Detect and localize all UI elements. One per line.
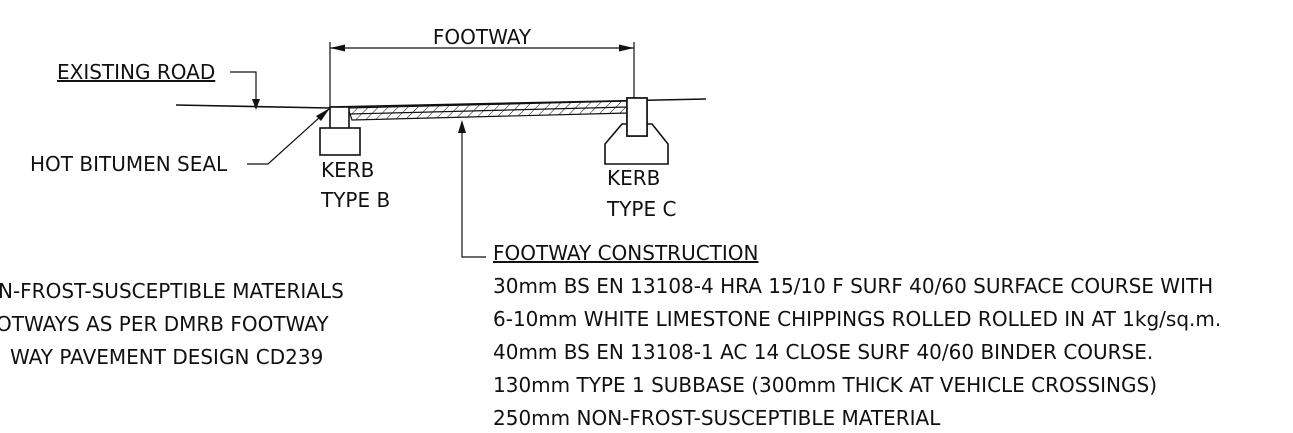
hot-bitumen-seal-label: HOT BITUMEN SEAL xyxy=(30,152,228,176)
hot-bitumen-seal-callout: HOT BITUMEN SEAL xyxy=(30,107,331,176)
construction-line: 6-10mm WHITE LIMESTONE CHIPPINGS ROLLED … xyxy=(493,307,1221,331)
construction-title: FOOTWAY CONSTRUCTION xyxy=(493,241,759,265)
construction-line: 40mm BS EN 13108-1 AC 14 CLOSE SURF 40/6… xyxy=(493,340,1153,364)
footway-construction-notes: FOOTWAY CONSTRUCTION 30mm BS EN 13108-4 … xyxy=(493,241,1221,430)
footway-dimension-label: FOOTWAY xyxy=(433,25,532,49)
kerb-b-label-line1: KERB xyxy=(321,158,374,182)
footway-dimension: FOOTWAY xyxy=(329,25,635,108)
left-note-line: OTWAYS AS PER DMRB FOOTWAY xyxy=(0,312,329,336)
kerb-b-label-line2: TYPE B xyxy=(320,188,390,212)
construction-line: 130mm TYPE 1 SUBBASE (300mm THICK AT VEH… xyxy=(493,373,1157,397)
existing-road-label: EXISTING ROAD xyxy=(57,60,215,84)
existing-road-surface xyxy=(175,104,331,109)
left-notes: N-FROST-SUSCEPTIBLE MATERIALS OTWAYS AS … xyxy=(0,279,344,369)
kerb-c-label-line2: TYPE C xyxy=(606,197,676,221)
left-note-line: N-FROST-SUSCEPTIBLE MATERIALS xyxy=(0,279,344,303)
surface-course-boundary xyxy=(349,106,629,115)
footway-construction-leader xyxy=(458,120,486,258)
left-note-line: WAY PAVEMENT DESIGN CD239 xyxy=(10,345,323,369)
kerb-type-c xyxy=(604,97,669,165)
kerb-type-b xyxy=(319,106,361,156)
existing-road-callout: EXISTING ROAD xyxy=(57,60,260,110)
construction-line: 250mm NON-FROST-SUSCEPTIBLE MATERIAL xyxy=(493,406,941,430)
kerb-c-label-line1: KERB xyxy=(607,166,660,190)
construction-line: 30mm BS EN 13108-4 HRA 15/10 F SURF 40/6… xyxy=(493,274,1213,298)
